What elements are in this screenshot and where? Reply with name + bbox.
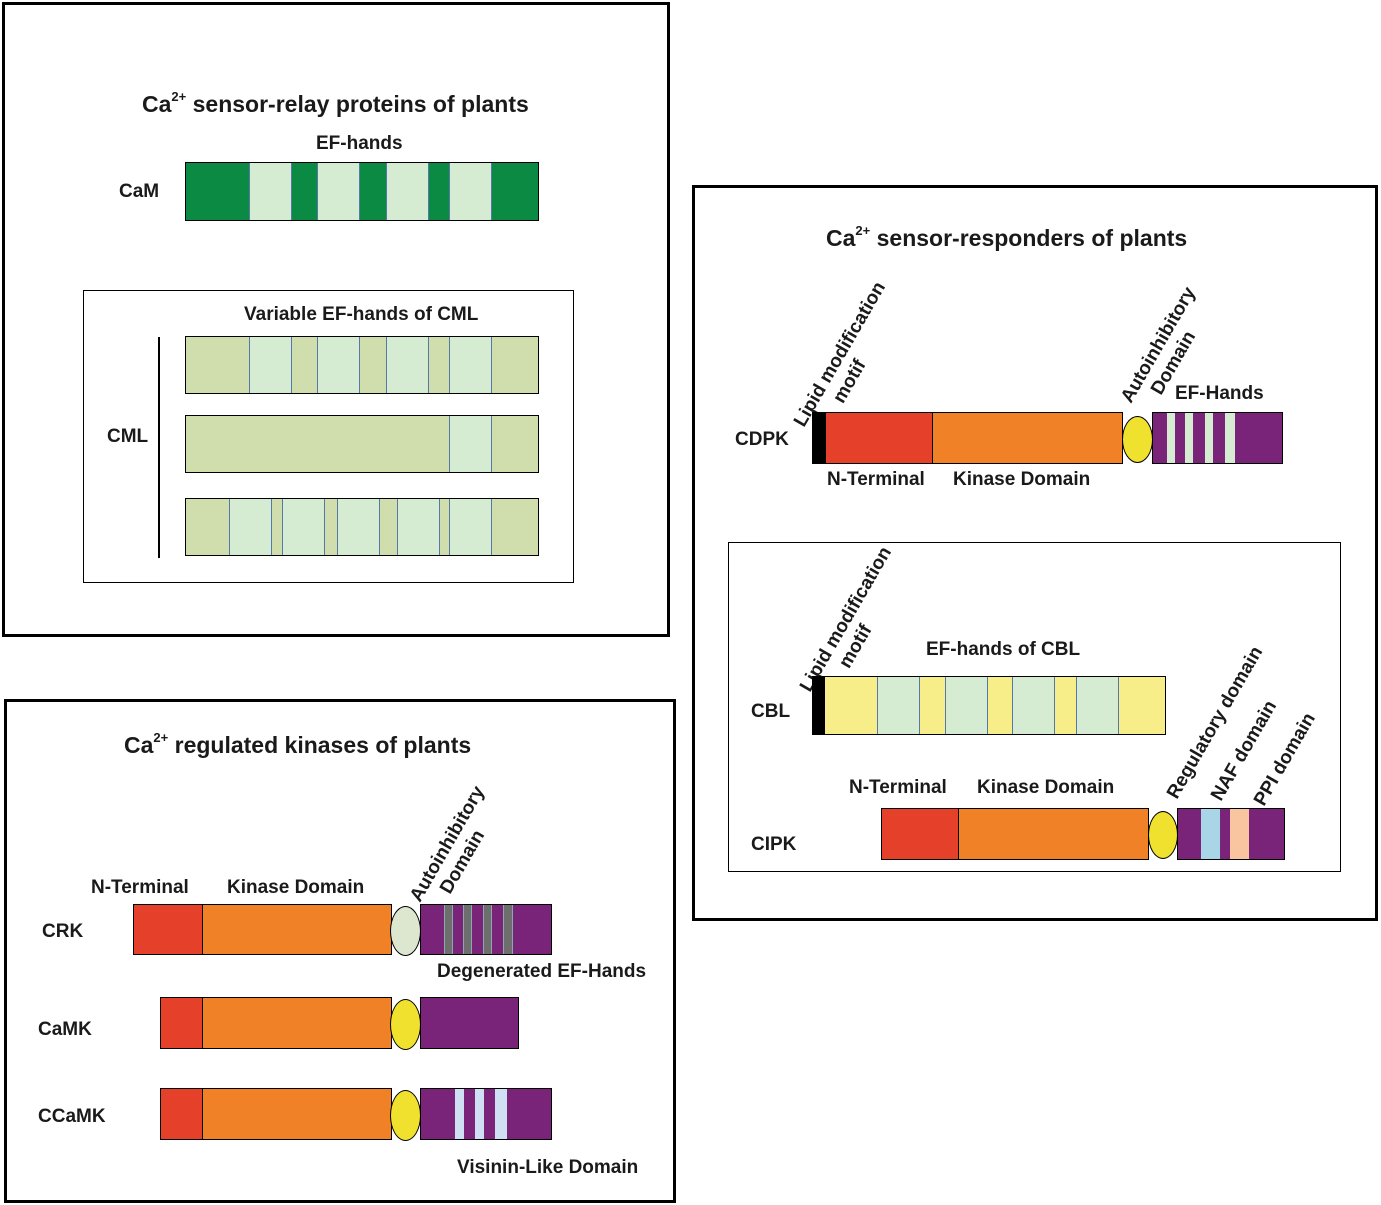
cdpk-lipid-motif <box>812 412 826 464</box>
cml3-ef-hand-1 <box>229 499 272 555</box>
cdpk-ef-2 <box>1185 413 1193 463</box>
cdpk-ef-1 <box>1167 413 1175 463</box>
camk-autoinhibitory-domain <box>390 999 421 1050</box>
cbl-ef-hand-1 <box>877 677 920 734</box>
crk-n-terminal-label: N-Terminal <box>91 877 189 898</box>
ef-hands-label: EF-hands <box>316 133 403 154</box>
cipk-n-terminal-domain <box>881 808 959 860</box>
cdpk-ef-4 <box>1225 413 1235 463</box>
crk-ef-1 <box>444 905 453 954</box>
cipk-n-terminal-label: N-Terminal <box>849 777 947 798</box>
visinin-like-domain-label: Visinin-Like Domain <box>457 1157 639 1178</box>
cdpk-kinase-domain <box>932 412 1123 464</box>
cdpk-kinase-label: Kinase Domain <box>953 469 1091 490</box>
crk-n-terminal-domain <box>133 904 203 955</box>
cdpk-label: CDPK <box>735 429 789 450</box>
ccamk-ef-2 <box>475 1089 484 1139</box>
panel-sensor-relay: Ca2+ sensor-relay proteins of plants EF-… <box>2 2 670 637</box>
panel-sensor-responders: Ca2+ sensor-responders of plants Lipid m… <box>692 185 1378 921</box>
cml-bar-2 <box>185 415 539 473</box>
ccamk-ef-3 <box>495 1089 507 1139</box>
crk-ef-3 <box>483 905 492 954</box>
cdpk-n-terminal-domain <box>825 412 933 464</box>
cml-box-label: Variable EF-hands of CML <box>244 304 479 325</box>
cml-bar-1 <box>185 336 539 394</box>
camk-c-terminal-domain <box>420 997 519 1049</box>
degenerated-ef-hands-label: Degenerated EF-Hands <box>437 961 647 982</box>
camk-label: CaMK <box>38 1019 92 1040</box>
ccamk-n-terminal-domain <box>160 1088 203 1140</box>
cdpk-ef-3 <box>1205 413 1213 463</box>
crk-autoinhibitory-domain <box>390 906 421 956</box>
panel-regulated-kinases: Ca2+ regulated kinases of plants N-Termi… <box>4 699 676 1203</box>
panel-relay-title: Ca2+ sensor-relay proteins of plants <box>142 89 529 117</box>
cipk-naf-domain <box>1201 809 1220 859</box>
crk-ef-4 <box>503 905 513 954</box>
cam-bar <box>185 162 539 221</box>
ccamk-ef-1 <box>455 1089 464 1139</box>
ccamk-kinase-domain <box>202 1088 392 1140</box>
cml1-ef-hand-3 <box>386 337 429 393</box>
cam-ef-hand-1 <box>249 163 292 220</box>
panel-responders-title: Ca2+ sensor-responders of plants <box>826 223 1188 251</box>
cml1-ef-hand-2 <box>317 337 360 393</box>
cml1-ef-hand-1 <box>249 337 292 393</box>
cipk-regulatory-domain <box>1148 811 1178 859</box>
crk-ef-2 <box>463 905 472 954</box>
cipk-label: CIPK <box>751 834 797 855</box>
cam-ef-hand-3 <box>386 163 429 220</box>
cipk-ppi-domain <box>1230 809 1249 859</box>
cml3-ef-hand-2 <box>282 499 325 555</box>
camk-kinase-domain <box>202 997 392 1049</box>
crk-degenerated-ef-domain <box>420 904 552 955</box>
cipk-c-terminal-domain <box>1177 808 1285 860</box>
cdpk-ef-hands-domain <box>1152 412 1283 464</box>
cbl-ef-hand-4 <box>1076 677 1119 734</box>
crk-label: CRK <box>42 921 84 942</box>
crk-kinase-label: Kinase Domain <box>227 877 365 898</box>
cam-label: CaM <box>119 181 160 202</box>
cml3-ef-hand-5 <box>449 499 492 555</box>
cml1-ef-hand-4 <box>449 337 492 393</box>
cbl-ef-hand-2 <box>945 677 988 734</box>
cbl-label: CBL <box>751 701 791 722</box>
cdpk-autoinhibitory-domain <box>1122 416 1153 463</box>
cbl-ef-hands-label: EF-hands of CBL <box>926 639 1081 660</box>
cam-ef-hand-4 <box>449 163 492 220</box>
cml-bar-3 <box>185 498 539 556</box>
cml-label: CML <box>107 426 149 447</box>
crk-kinase-domain <box>202 904 392 955</box>
ccamk-label: CCaMK <box>38 1106 106 1127</box>
cdpk-ef-hands-label: EF-Hands <box>1175 383 1264 404</box>
ccamk-autoinhibitory-domain <box>390 1090 421 1141</box>
cbl-bar <box>812 676 1166 735</box>
crk-autoinhibitory-label: Autoinhibitory Domain <box>406 782 490 906</box>
cml3-ef-hand-4 <box>397 499 440 555</box>
panel-kinases-title: Ca2+ regulated kinases of plants <box>124 730 472 758</box>
cipk-kinase-label: Kinase Domain <box>977 777 1115 798</box>
camk-n-terminal-domain <box>160 997 203 1049</box>
cdpk-n-terminal-label: N-Terminal <box>827 469 925 490</box>
cml-bracket-line <box>158 337 160 558</box>
ccamk-visinin-domain <box>420 1088 552 1140</box>
cbl-ef-hand-3 <box>1012 677 1055 734</box>
cml2-ef-hand-1 <box>449 416 492 472</box>
cbl-lipid-motif <box>813 677 825 734</box>
cml3-ef-hand-3 <box>337 499 380 555</box>
cipk-kinase-domain <box>958 808 1149 860</box>
cam-ef-hand-2 <box>317 163 360 220</box>
